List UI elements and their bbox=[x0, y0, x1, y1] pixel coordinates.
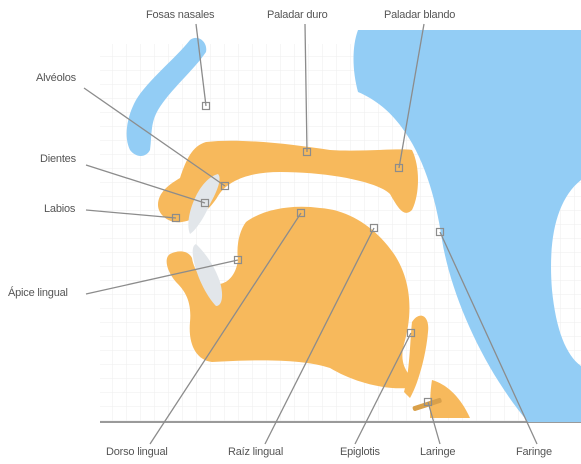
label-alveolos: Alvéolos bbox=[36, 72, 76, 84]
label-faringe: Faringe bbox=[516, 446, 552, 458]
label-dientes: Dientes bbox=[40, 153, 76, 165]
label-raiz-lingual: Raíz lingual bbox=[228, 446, 283, 458]
label-fosas-nasales: Fosas nasales bbox=[146, 9, 214, 21]
label-paladar-duro: Paladar duro bbox=[267, 9, 328, 21]
label-apice-lingual: Ápice lingual bbox=[8, 287, 68, 299]
label-dorso-lingual: Dorso lingual bbox=[106, 446, 168, 458]
label-paladar-blando: Paladar blando bbox=[384, 9, 455, 21]
label-labios: Labios bbox=[44, 203, 75, 215]
label-epiglotis: Epiglotis bbox=[340, 446, 380, 458]
label-laringe: Laringe bbox=[420, 446, 455, 458]
